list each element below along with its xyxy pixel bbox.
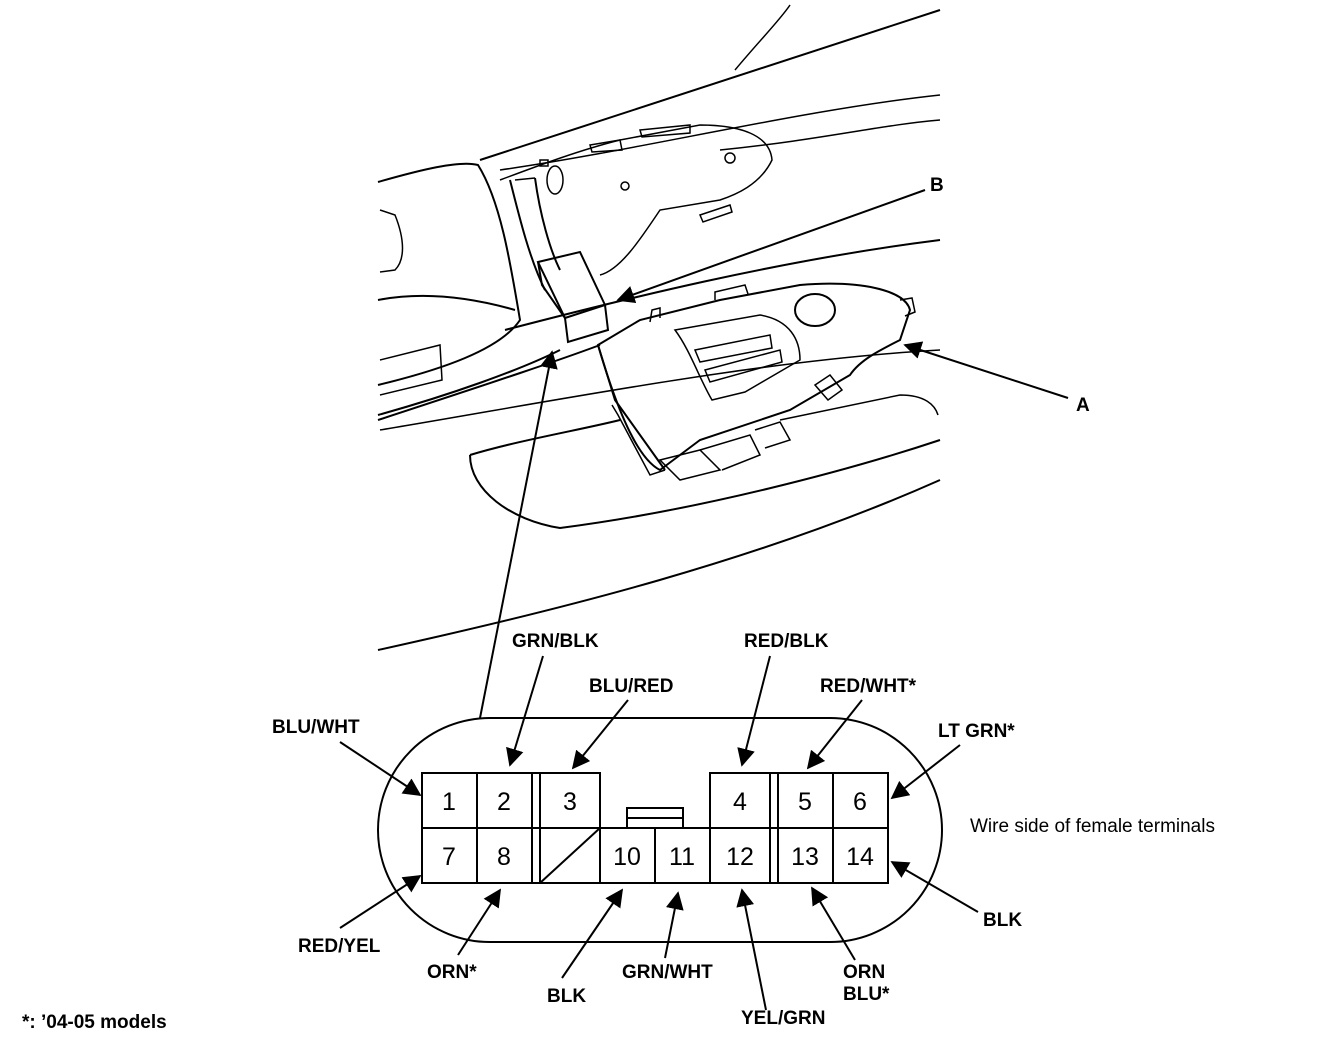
terminal-11: 11 — [669, 843, 695, 871]
terminal-5: 5 — [798, 788, 812, 816]
terminal-14: 14 — [846, 843, 874, 871]
connector-description: Wire side of female terminals — [970, 816, 1215, 837]
terminal-8: 8 — [497, 843, 511, 871]
callout-b: B — [930, 175, 944, 196]
wire-label-11: GRN/WHT — [622, 962, 713, 983]
terminal-4: 4 — [733, 788, 747, 816]
wire-label-13a: ORN — [843, 962, 885, 983]
callout-a: A — [1076, 395, 1090, 416]
wire-label-13b: BLU* — [843, 984, 890, 1005]
wire-label-14: BLK — [983, 910, 1022, 931]
terminal-2: 2 — [497, 788, 511, 816]
terminal-10: 10 — [613, 843, 641, 871]
wire-label-6: LT GRN* — [938, 721, 1015, 742]
terminal-3: 3 — [563, 788, 577, 816]
wire-label-7: RED/YEL — [298, 936, 381, 957]
wire-label-3: BLU/RED — [589, 676, 673, 697]
terminal-13: 13 — [791, 843, 819, 871]
door-panel-illustration — [377, 4, 1069, 719]
terminal-6: 6 — [853, 788, 867, 816]
wire-label-5: RED/WHT* — [820, 676, 917, 697]
wire-label-8: ORN* — [427, 962, 477, 983]
terminal-7: 7 — [442, 843, 456, 871]
wire-labels: BLU/WHT GRN/BLK BLU/RED RED/BLK RED/WHT*… — [272, 631, 1022, 1029]
wire-label-12: YEL/GRN — [741, 1008, 825, 1029]
wire-label-2: GRN/BLK — [512, 631, 599, 652]
terminal-numbers: 1 2 3 4 5 6 7 8 10 11 12 13 14 — [442, 788, 874, 871]
connector-face — [377, 717, 943, 943]
wire-label-4: RED/BLK — [744, 631, 829, 652]
wire-label-1: BLU/WHT — [272, 717, 360, 738]
terminal-1: 1 — [442, 788, 456, 816]
footnote: *: ’04-05 models — [22, 1012, 167, 1033]
leader-lines — [339, 655, 979, 1011]
terminal-12: 12 — [726, 843, 754, 871]
wire-label-10: BLK — [547, 986, 586, 1007]
